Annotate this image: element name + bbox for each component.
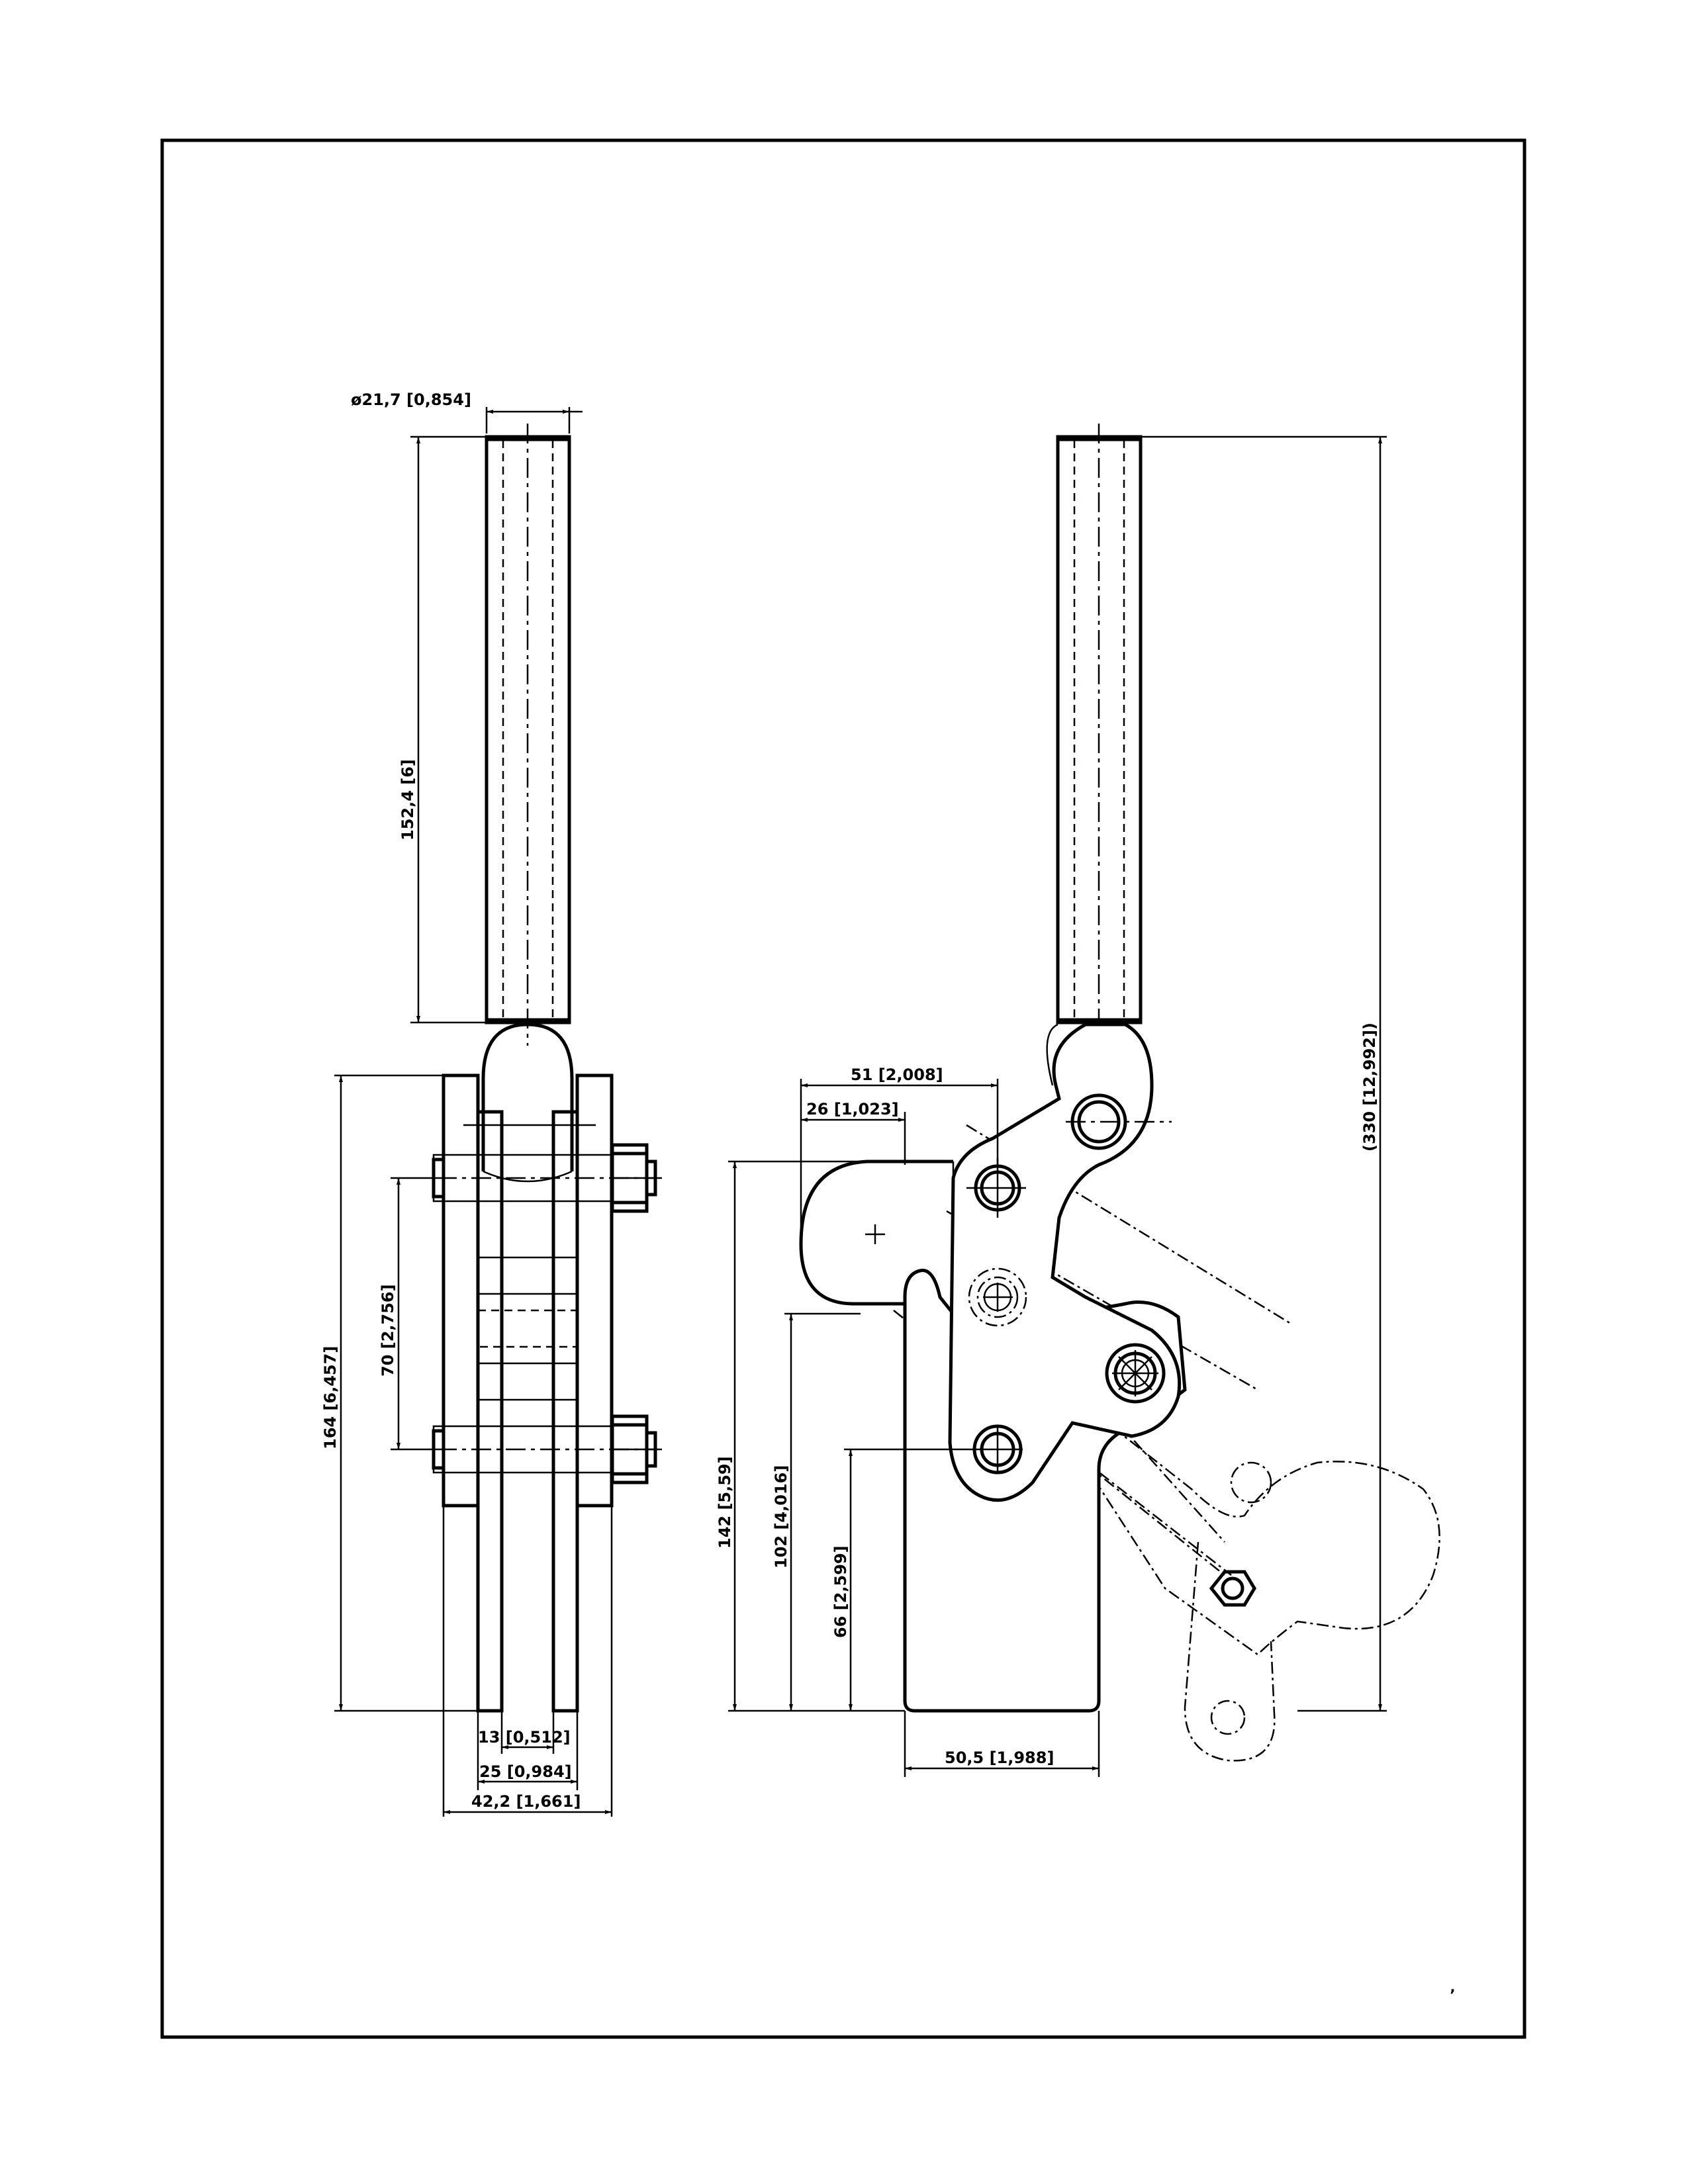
front-right-outer-plate [575,1073,614,1508]
dim-height-66: 66 [2,599] [831,1545,850,1638]
dim-tube-length: 152,4 [6] [399,759,417,841]
dim-height-142: 142 [5,59] [716,1456,734,1549]
dim-inner-width: 25 [0,984] [479,1762,572,1781]
side-ghost-nut [1209,1570,1256,1607]
side-pivot-middle [968,1267,1027,1327]
side-main-lever [948,1023,1182,1502]
side-pivot-upper-left [966,1158,1026,1218]
side-ghost-arm [1005,1343,1440,1656]
drawing-border [160,138,1526,2039]
side-handle-tube [1056,435,1143,1024]
dim-total-height: (330 [12,992]) [1360,1023,1379,1152]
dim-height-102: 102 [4,016] [772,1465,790,1569]
dim-hole-spacing: 70 [2,756] [379,1284,397,1377]
stray-mark: ‚ [1450,1979,1455,1996]
dim-outer-width: 42,2 [1,661] [471,1792,581,1811]
front-handle-tube [485,435,571,1024]
side-pivot-lower [972,1424,1023,1475]
side-pivot-link [1105,1343,1166,1404]
side-view-dimensions: 51 [2,008] 26 [1,023] 142 [5,59] 102 [4,… [716,435,1387,1777]
dim-inner-gap: 13 [0,512] [478,1728,571,1747]
front-handle-head [481,1023,574,1171]
dim-overall-height: 164 [6,457] [321,1346,340,1449]
side-ghost-link [1184,1541,1276,1762]
dim-tube-diameter: ø21,7 [0,854] [351,390,471,409]
dim-horiz-51: 51 [2,008] [851,1066,943,1084]
dim-horiz-26: 26 [1,023] [806,1100,899,1118]
dim-base-width: 50,5 [1,988] [945,1749,1054,1767]
side-pivot-top [1066,1093,1172,1150]
front-view [432,424,662,1713]
front-left-outer-plate [442,1073,480,1508]
front-view-dimensions: ø21,7 [0,854] 152,4 [6] 164 [6,457] 70 [… [321,390,613,1817]
side-view [799,424,1440,1762]
